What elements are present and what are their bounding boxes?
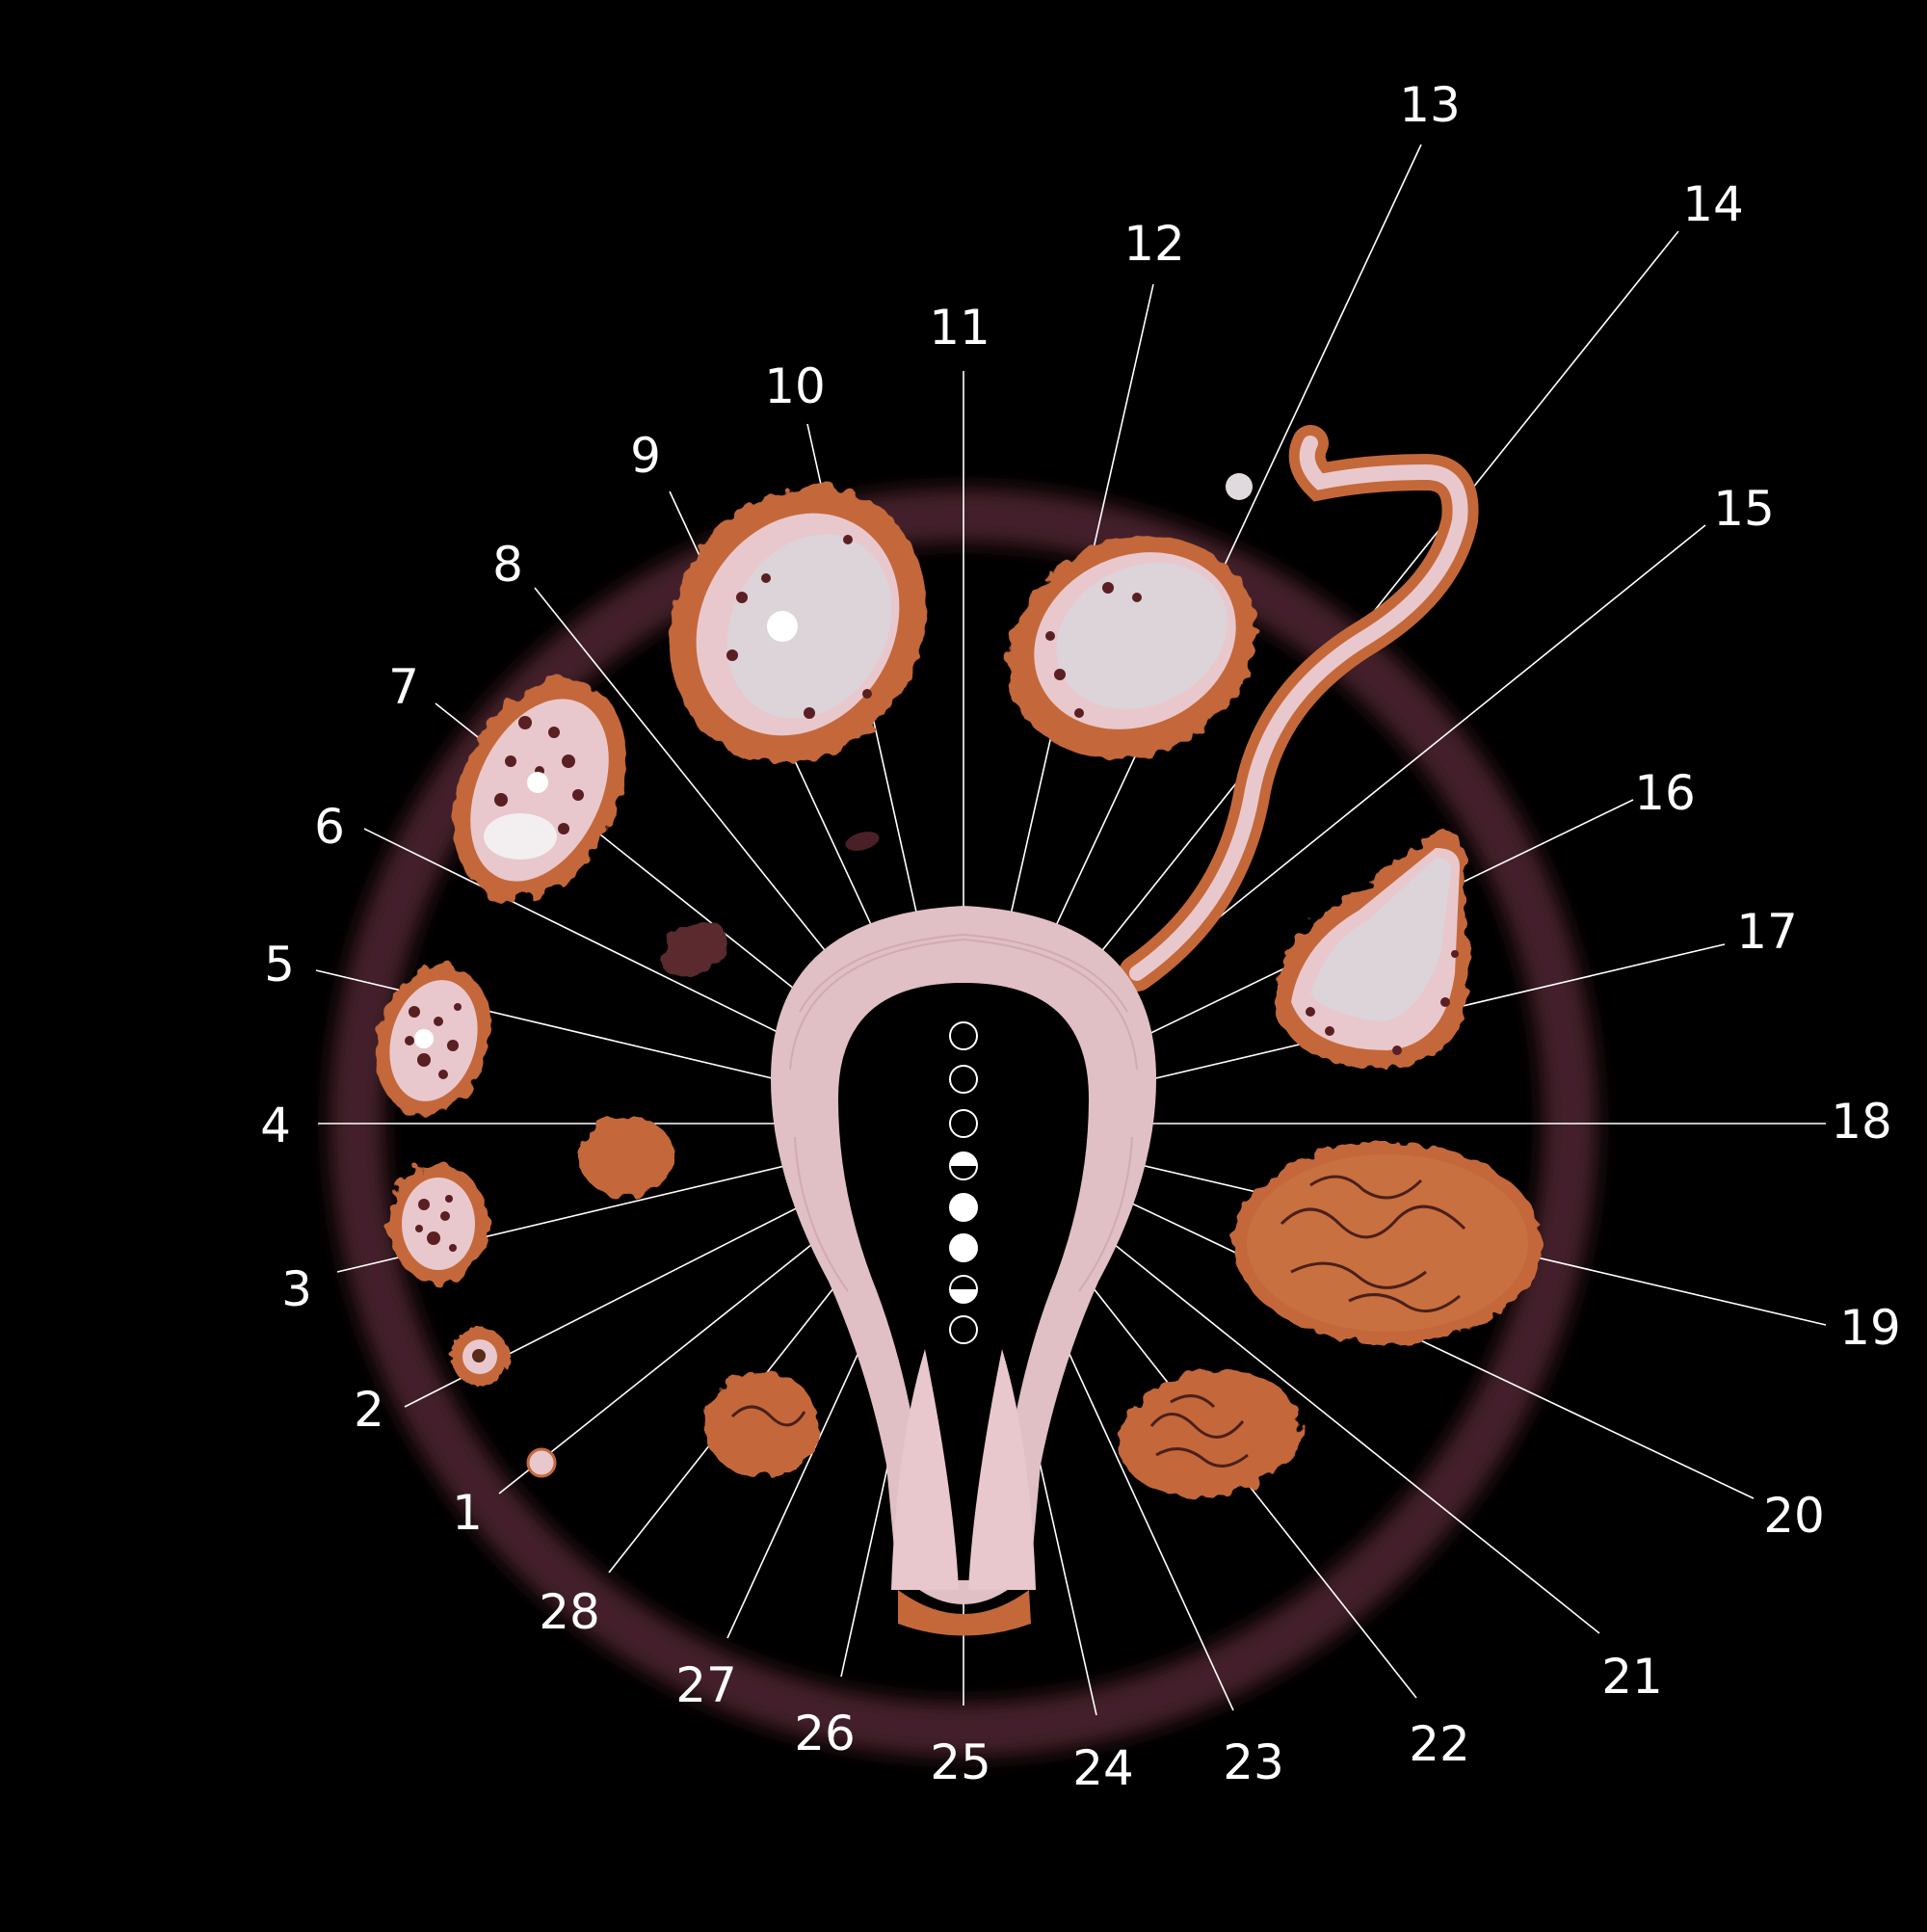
oviduct xyxy=(1119,425,1479,992)
label-4: 4 xyxy=(260,1098,291,1153)
label-19: 19 xyxy=(1839,1300,1901,1356)
label-27: 27 xyxy=(675,1657,737,1713)
label-22: 22 xyxy=(1409,1716,1470,1772)
label-9: 9 xyxy=(630,428,661,484)
label-10: 10 xyxy=(764,358,826,414)
corpus-albicans-early xyxy=(703,1371,819,1477)
label-8: 8 xyxy=(492,537,523,593)
follicle-preovulatory xyxy=(669,486,927,763)
label-21: 21 xyxy=(1601,1649,1663,1705)
label-26: 26 xyxy=(794,1706,856,1761)
follicle-primordial xyxy=(526,1447,557,1478)
phase-icon xyxy=(949,1021,978,1050)
label-17: 17 xyxy=(1736,904,1798,960)
follicle-early-antral xyxy=(376,965,491,1117)
corpus-albicans-small xyxy=(661,832,880,977)
label-24: 24 xyxy=(1072,1740,1134,1796)
label-20: 20 xyxy=(1763,1488,1825,1544)
phase-icon xyxy=(949,1065,978,1094)
label-3: 3 xyxy=(281,1261,312,1317)
follicle-antral xyxy=(453,679,626,901)
phase-icon xyxy=(949,1151,978,1180)
atretic-follicle-4 xyxy=(578,1116,674,1197)
follicle-secondary xyxy=(388,1164,488,1284)
label-28: 28 xyxy=(539,1584,600,1640)
phase-icon xyxy=(949,1193,978,1222)
label-5: 5 xyxy=(264,937,295,992)
label-25: 25 xyxy=(930,1734,991,1790)
label-14: 14 xyxy=(1682,176,1744,232)
label-12: 12 xyxy=(1123,216,1185,272)
phase-icon xyxy=(949,1275,978,1304)
label-11: 11 xyxy=(929,300,990,356)
follicle-primary xyxy=(451,1328,509,1386)
corpus-luteum-regressing xyxy=(1118,1369,1301,1498)
label-15: 15 xyxy=(1713,481,1775,537)
label-7: 7 xyxy=(388,659,419,715)
phase-icon xyxy=(949,1315,978,1344)
cycle-phase-icons xyxy=(949,1021,978,1344)
label-13: 13 xyxy=(1399,77,1461,133)
number-labels: 1 2 3 4 5 6 7 8 9 10 11 12 13 14 15 16 1… xyxy=(260,77,1901,1796)
label-1: 1 xyxy=(452,1485,483,1541)
label-16: 16 xyxy=(1634,765,1696,821)
corpus-luteum xyxy=(1233,1142,1542,1344)
follicle-ovulating xyxy=(1008,473,1256,759)
label-6: 6 xyxy=(314,799,345,855)
phase-icon xyxy=(949,1109,978,1138)
label-23: 23 xyxy=(1223,1734,1284,1790)
label-18: 18 xyxy=(1831,1094,1892,1150)
phase-icon xyxy=(949,1233,978,1262)
corpus-hemorrhagicum xyxy=(1272,831,1469,1070)
label-2: 2 xyxy=(354,1382,384,1438)
